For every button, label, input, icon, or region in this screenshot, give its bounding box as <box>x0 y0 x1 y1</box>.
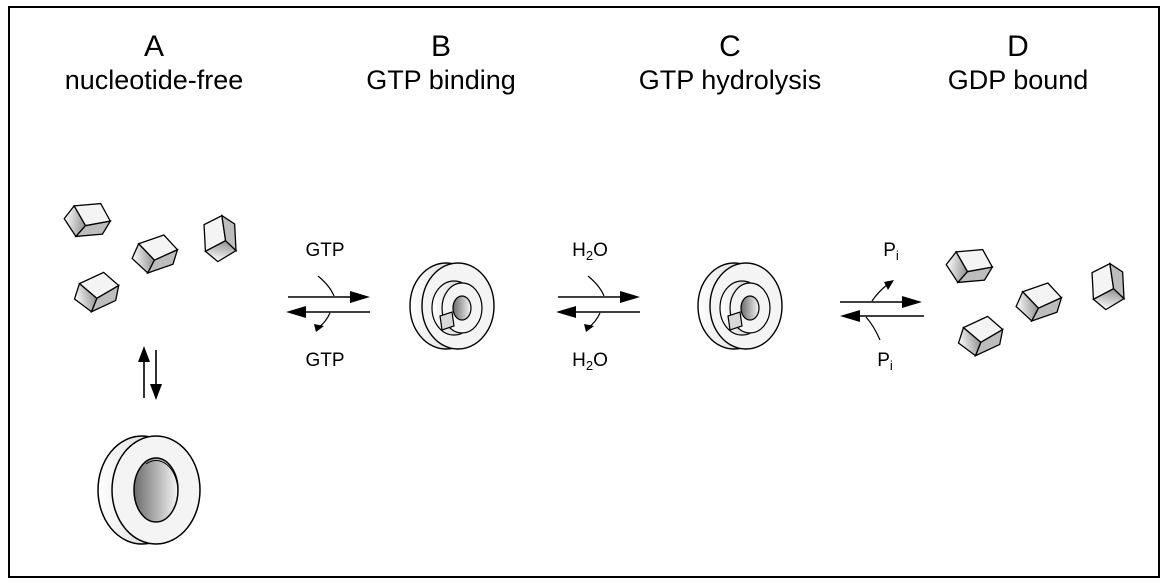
stage-b-letter: B <box>430 30 451 63</box>
subunit-icon <box>943 244 996 288</box>
stage-a-heading: A nucleotide-free <box>24 30 284 96</box>
equilibrium-arrows-bc <box>556 275 640 332</box>
bc-top-label: H2O <box>572 240 608 263</box>
stage-c-label: GTP hydrolysis <box>638 65 822 95</box>
equilibrium-arrows-cd <box>840 280 924 341</box>
bc-bottom-label: H2O <box>572 350 608 373</box>
cd-top-label: Pi <box>883 240 899 263</box>
equilibrium-arrows-ab <box>286 275 370 332</box>
spiral-oligomer-icon <box>697 262 783 350</box>
subunit-icon <box>1085 260 1131 314</box>
stage-d-label: GDP bound <box>947 65 1089 95</box>
stage-c-heading: C GTP hydrolysis <box>600 30 860 96</box>
ab-bottom-label: GTP <box>305 350 345 371</box>
stage-d-heading: D GDP bound <box>888 30 1148 96</box>
ab-top-label: GTP <box>305 240 345 261</box>
stage-b-label: GTP binding <box>366 65 516 95</box>
subunit-icon <box>61 198 114 242</box>
figure-frame <box>8 6 1160 578</box>
stage-a-letter: A <box>143 30 164 63</box>
subunit-icon <box>69 269 124 316</box>
stage-b-heading: B GTP binding <box>311 30 571 96</box>
stage-c-letter: C <box>719 30 741 63</box>
cd-bottom-label: Pi <box>877 350 893 373</box>
stage-a-label: nucleotide-free <box>64 65 244 95</box>
subunit-icon <box>953 313 1008 360</box>
subunit-icon <box>197 212 243 266</box>
equilibrium-arrows-vertical <box>138 346 162 400</box>
ring-oligomer-icon <box>97 435 201 545</box>
spiral-oligomer-icon <box>409 262 495 350</box>
stage-d-letter: D <box>1007 30 1029 63</box>
subunit-icon <box>129 233 181 276</box>
subunit-icon <box>1013 281 1065 324</box>
